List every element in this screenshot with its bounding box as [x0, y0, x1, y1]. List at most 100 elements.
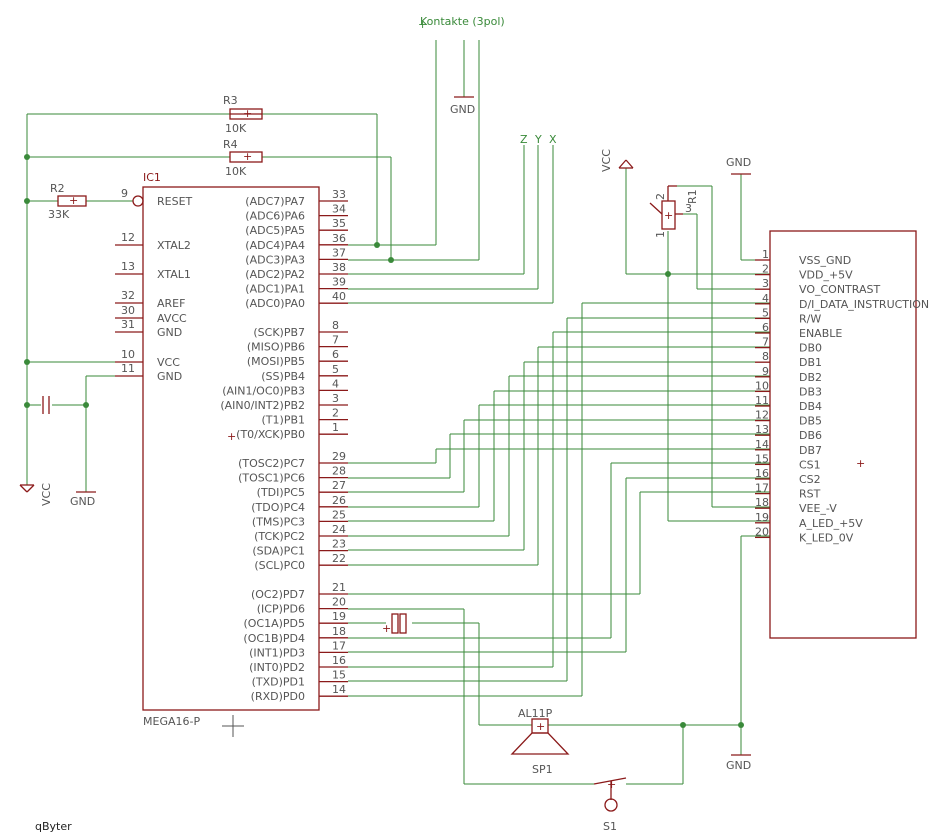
pin-number: 3: [332, 392, 339, 405]
pin-number: 5: [762, 306, 769, 319]
pin-number: 17: [755, 482, 769, 495]
pin-number: 16: [332, 654, 346, 667]
lcd-pin: 5 R/W: [755, 306, 821, 325]
pin-number: 31: [121, 318, 135, 331]
pin-label: DB3: [799, 385, 822, 398]
pin-number: 33: [332, 188, 346, 201]
ic-pin-right: 6(MOSI)PB5: [247, 348, 348, 368]
pin-number: 2: [332, 407, 339, 420]
author-label: qByter: [35, 820, 72, 833]
pin-label: (MISO)PB6: [247, 341, 305, 354]
ic-pin-right: 20 (ICP)PD6: [257, 596, 348, 616]
pin-number: 9: [121, 187, 128, 200]
speaker-type: AL11P: [518, 707, 553, 720]
ic-pin-right: 15(TXD)PD1: [252, 669, 348, 689]
lcd-pin: 3 VO_CONTRAST: [755, 277, 880, 296]
ic-pin-right: 28(TOSC1)PC6: [238, 465, 348, 485]
ic-pin-right: 38(ADC2)PA2: [245, 261, 348, 281]
svg-text:+: +: [227, 430, 236, 443]
pin-number: 11: [121, 362, 135, 375]
pin-number: 4: [332, 377, 339, 390]
connector-label: Kontakte (3pol): [420, 15, 505, 28]
axis-label-x: X: [549, 133, 557, 146]
pin-label: VCC: [157, 356, 180, 369]
pin-number: 4: [762, 292, 769, 305]
lcd-pin: 13 DB6: [755, 423, 822, 442]
pin-label: R/W: [799, 312, 821, 325]
pin-number: 7: [332, 334, 339, 347]
pin-number: 13: [755, 423, 769, 436]
axis-label-y: Y: [534, 133, 542, 146]
pin-label: (INT0)PD2: [249, 661, 305, 674]
pin-label: (ADC7)PA7: [245, 195, 305, 208]
svg-text:+: +: [69, 194, 78, 207]
pin-label: (ADC6)PA6: [245, 210, 305, 223]
ic-pin-right: 18(OC1B)PD4: [243, 625, 348, 645]
pin-number: 12: [755, 409, 769, 422]
pin-number: 25: [332, 508, 346, 521]
switch-name: S1: [603, 820, 617, 833]
ic-type: MEGA16-P: [143, 715, 200, 728]
ic-pin-right: 1(T0/XCK)PB0: [236, 421, 348, 441]
ic-pin-right: 33 (ADC7)PA7: [245, 188, 348, 208]
pin-label: K_LED_0V: [799, 531, 854, 544]
gnd-label-lcd-top: GND: [726, 156, 751, 169]
pin-number: 19: [332, 610, 346, 623]
ic-pin-right: 4 (AIN1/OC0)PB3: [222, 377, 348, 397]
r3-value: 10K: [225, 122, 247, 135]
axis-label-z: Z: [520, 133, 528, 146]
pin-number: 8: [332, 319, 339, 332]
ic-name: IC1: [143, 171, 161, 184]
ic-pin-right: 26(TDO)PC4: [251, 494, 348, 514]
pin-number: 34: [332, 203, 346, 216]
ic-pin-right: 8 (SCK)PB7: [253, 319, 348, 339]
pin-number: 3: [762, 277, 769, 290]
axis-labels: Z Y X: [520, 133, 557, 146]
pin-label: A_LED_+5V: [799, 517, 863, 530]
ic-pin-right: 3(AIN0/INT2)PB2: [220, 392, 348, 412]
pin-label: (ADC0)PA0: [245, 297, 305, 310]
svg-text:+: +: [664, 209, 673, 222]
pin-label: VSS_GND: [799, 254, 851, 267]
pin-label: CS2: [799, 473, 821, 486]
pin-number: 29: [332, 450, 346, 463]
gnd-symbol-left: GND: [70, 491, 96, 508]
pin-label: DB7: [799, 444, 822, 457]
pin-number: 32: [121, 289, 135, 302]
ic-pin-right: 7 (MISO)PB6: [247, 334, 348, 354]
ic-pin-right: 5(SS)PB4: [261, 363, 348, 383]
gnd-symbol-connector: GND: [450, 96, 475, 116]
pin-number: 20: [332, 596, 346, 609]
pin-label: (SCK)PB7: [253, 326, 305, 339]
gnd-label-connector: GND: [450, 103, 475, 116]
r2-value: 33K: [48, 208, 70, 221]
pin-label: (ADC3)PA3: [245, 253, 305, 266]
gnd-label-left: GND: [70, 495, 95, 508]
pin-label: (AIN1/OC0)PB3: [222, 384, 305, 397]
pin-label: AREF: [157, 297, 185, 310]
pin-label: VO_CONTRAST: [799, 283, 880, 296]
ic-pin-right: 29(TOSC2)PC7: [238, 450, 348, 470]
pin-label: AVCC: [157, 312, 187, 325]
junctions: [24, 154, 744, 728]
pin-label: (ICP)PD6: [257, 603, 305, 616]
speaker-sp1: + AL11P SP1: [510, 707, 570, 776]
pin-number: 17: [332, 639, 346, 652]
pin-number: 7: [762, 336, 769, 349]
ic-pin-right: 23(SDA)PC1: [252, 538, 348, 558]
ic-pin-right: 39(ADC1)PA1: [245, 276, 348, 296]
pin-label: DB6: [799, 429, 822, 442]
pin-number: 13: [121, 260, 135, 273]
ic-pin-right: 22(SCL)PC0: [254, 552, 348, 572]
pin-label: (MOSI)PB5: [247, 355, 305, 368]
pin-number: 15: [332, 669, 346, 682]
